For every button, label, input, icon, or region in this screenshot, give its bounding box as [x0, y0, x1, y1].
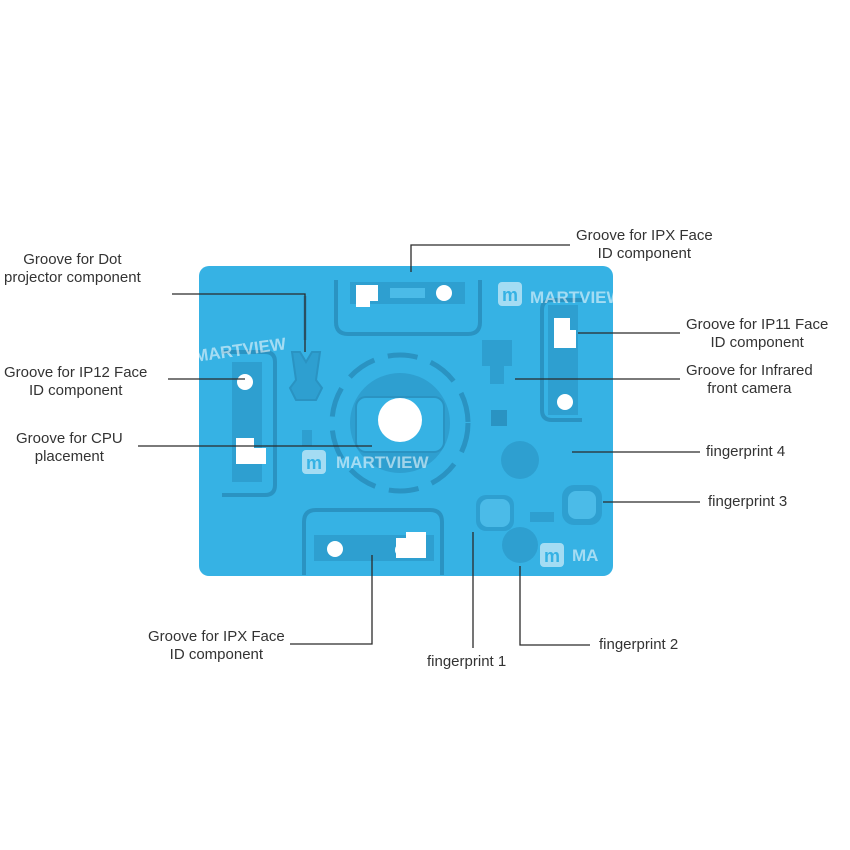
- leader-ipx-top: [410, 244, 570, 272]
- label-ipx-bottom: Groove for IPX Face ID component: [148, 628, 285, 664]
- label-ipx-top-line-1: Groove for IPX Face: [576, 227, 713, 244]
- label-cpu-line-2: placement: [34, 448, 104, 465]
- label-ipx-bottom-line-1: Groove for IPX Face: [148, 628, 285, 645]
- watermark-text-3: MARTVIEW: [336, 453, 430, 472]
- groove-fingerprints: [476, 441, 602, 563]
- label-ipx-top: Groove for IPX Face ID component: [576, 227, 713, 263]
- label-ip11-line-2: ID component: [710, 334, 804, 351]
- label-fingerprint-1-text: fingerprint 1: [427, 653, 507, 670]
- fingerprint-1-groove: [480, 499, 510, 527]
- label-infrared: Groove for Infrared front camera: [686, 362, 813, 398]
- martview-m-logo-icon: m: [540, 543, 564, 567]
- groove-ipx-top: [334, 280, 482, 336]
- fingerprint-3-groove: [568, 491, 596, 519]
- watermark-text-1: MARTVIEW: [530, 288, 624, 307]
- label-infrared-line-1: Groove for Infrared: [686, 362, 813, 379]
- fingerprint-4-groove: [501, 441, 539, 479]
- leader-dot-projector: [172, 293, 306, 352]
- label-dot-projector-line-2: projector component: [4, 269, 141, 286]
- center-hole: [378, 398, 422, 442]
- groove-ip12: [222, 350, 277, 497]
- label-ip12-line-1: Groove for IP12 Face: [4, 364, 148, 381]
- watermark-text-4: MA: [572, 546, 598, 565]
- groove-ip11: [540, 298, 582, 422]
- svg-text:m: m: [544, 546, 560, 566]
- label-cpu: Groove for CPU placement: [16, 430, 123, 466]
- callout-lines: [138, 244, 700, 648]
- groove-ipx-bottom: [302, 508, 444, 575]
- label-fingerprint-3: fingerprint 3: [708, 493, 787, 511]
- label-ip11: Groove for IP11 Face ID component: [686, 316, 828, 352]
- leader-fp2: [519, 566, 590, 646]
- label-ip11-line-1: Groove for IP11 Face: [686, 316, 829, 333]
- label-ipx-top-line-2: ID component: [597, 245, 692, 262]
- groove-infrared-camera: [482, 340, 512, 426]
- label-fingerprint-2-text: fingerprint 2: [599, 636, 679, 653]
- svg-text:m: m: [502, 285, 518, 305]
- label-fingerprint-4-text: fingerprint 4: [706, 443, 786, 460]
- label-fingerprint-2: fingerprint 2: [599, 636, 678, 654]
- label-fingerprint-4: fingerprint 4: [706, 443, 785, 461]
- label-ip12: Groove for IP12 Face ID component: [4, 364, 147, 400]
- label-infrared-line-2: front camera: [707, 380, 792, 397]
- label-cpu-line-1: Groove for CPU: [16, 430, 123, 447]
- svg-text:m: m: [306, 453, 322, 473]
- label-dot-projector: Groove for Dot projector component: [4, 251, 141, 287]
- martview-m-logo-icon: m: [498, 282, 522, 306]
- label-ip12-line-2: ID component: [29, 382, 123, 399]
- label-fingerprint-1: fingerprint 1: [427, 653, 506, 671]
- label-fingerprint-3-text: fingerprint 3: [708, 493, 788, 510]
- label-dot-projector-line-1: Groove for Dot: [23, 251, 122, 268]
- leader-ipx-bottom: [290, 555, 373, 645]
- fingerprint-2-groove: [502, 527, 538, 563]
- martview-m-logo-icon: m: [302, 450, 326, 474]
- label-ipx-bottom-line-2: ID component: [169, 646, 264, 663]
- groove-cpu: [329, 352, 471, 494]
